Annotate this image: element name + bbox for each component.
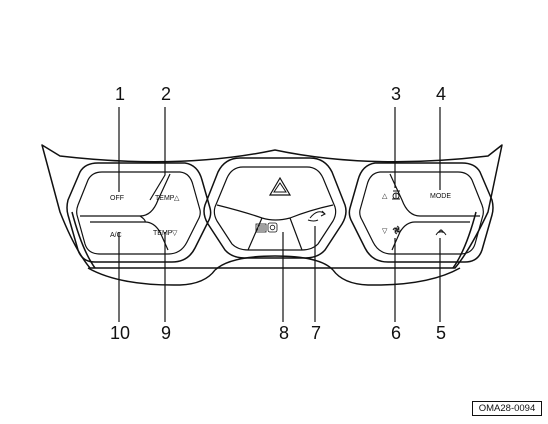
temp-down-arrow-icon: ▽ (172, 230, 178, 237)
fan-up-icon[interactable] (392, 190, 400, 200)
front-defrost-icon[interactable] (435, 229, 447, 236)
rear-defrost-icon[interactable] (255, 223, 267, 233)
right-control-unit (348, 162, 494, 263)
ac-button[interactable]: A/C (110, 232, 122, 239)
callout-1: 1 (114, 84, 125, 104)
recirculation-icon[interactable] (267, 222, 278, 233)
left-control-unit (66, 162, 212, 263)
off-button[interactable]: OFF (110, 195, 124, 202)
callout-10: 10 (109, 323, 131, 343)
temp-up-arrow-icon: △ (174, 195, 180, 202)
temp-up-label[interactable]: TEMP (155, 195, 175, 202)
callout-2: 2 (160, 84, 171, 104)
callout-9: 9 (160, 323, 171, 343)
callout-8: 8 (278, 323, 289, 343)
callout-5: 5 (435, 323, 446, 343)
hazard-triangle-icon (268, 176, 292, 196)
leader-lines (118, 107, 441, 322)
callout-3: 3 (390, 84, 401, 104)
mode-button[interactable]: MODE (430, 193, 451, 200)
hazard-triangle-inner (273, 182, 287, 193)
hazard-button[interactable] (268, 176, 292, 196)
center-control-unit (203, 157, 347, 259)
callout-4: 4 (435, 84, 446, 104)
fan-down-arrow-icon: ▽ (382, 228, 388, 235)
recirc-air-icon[interactable] (307, 210, 326, 222)
panel-bezel (41, 144, 503, 286)
callout-6: 6 (390, 323, 401, 343)
fan-icon[interactable] (392, 225, 402, 235)
callout-7: 7 (310, 323, 321, 343)
fan-up-arrow-icon: △ (382, 193, 388, 200)
figure-code-label: OMA28-0094 (472, 401, 542, 416)
temp-down-label[interactable]: TEMP (153, 230, 173, 237)
